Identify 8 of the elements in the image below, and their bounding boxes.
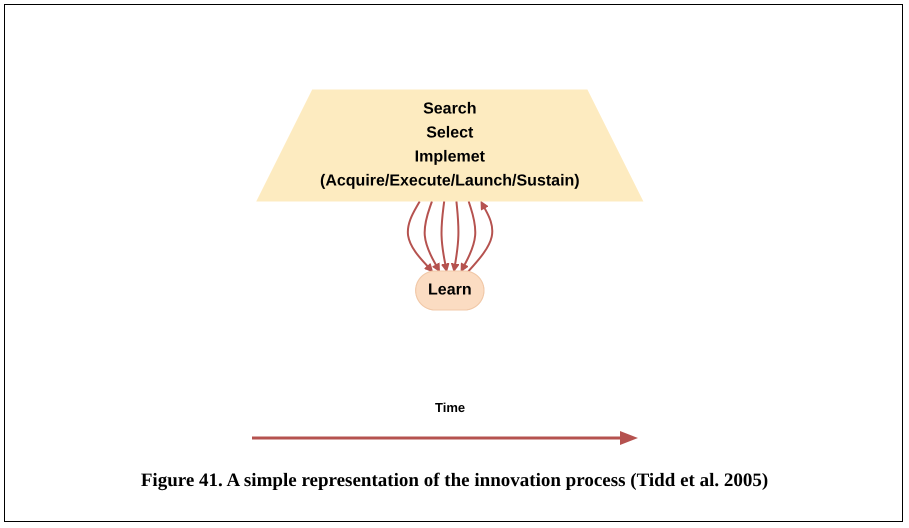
arrow [467,201,494,272]
arrow [451,201,460,272]
axis-label: Time [435,400,466,415]
arrow [424,201,440,272]
figure-caption: Figure 41. A simple representation of the innovation process (Tidd et al. 2005) [140,470,770,492]
arrow [460,201,476,272]
arrow [407,201,434,272]
arrow [440,201,450,272]
